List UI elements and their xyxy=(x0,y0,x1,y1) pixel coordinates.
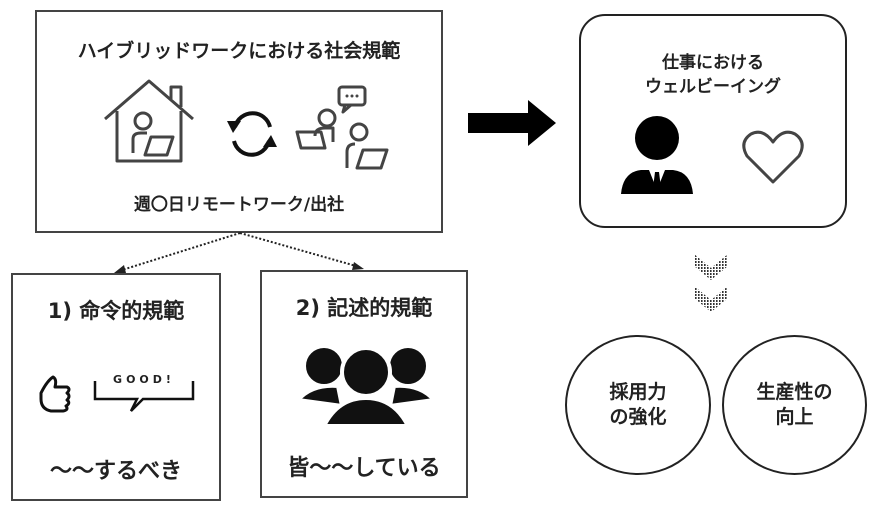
speech-bracket-icon xyxy=(93,381,195,412)
wellbeing-title-line1: 仕事における xyxy=(662,53,764,73)
thumbs-up-hand-icon xyxy=(39,375,71,413)
businessperson-icon xyxy=(621,116,693,194)
arrowhead-injunctive xyxy=(114,265,126,273)
good-speech-text: GOOD! xyxy=(113,373,175,386)
hybrid-work-box: ハイブリッドワークにおける社会規範 xyxy=(35,10,443,233)
descriptive-norm-box: 2) 記述的規範 皆～～している xyxy=(260,270,468,498)
home-work-icon xyxy=(104,79,194,163)
arrowhead-descriptive xyxy=(352,262,364,270)
wellbeing-box: 仕事における ウェルビーイング xyxy=(579,14,847,228)
connector-to-injunctive xyxy=(121,232,241,271)
right-arrow-icon xyxy=(468,100,556,146)
outcome-line1: 採用力 xyxy=(609,381,667,404)
connector-to-descriptive xyxy=(239,232,357,267)
descriptive-norm-title: 2) 記述的規範 xyxy=(295,296,433,320)
heart-icon xyxy=(742,130,804,184)
injunctive-norm-caption: ～～するべき xyxy=(49,459,182,484)
outcome-line2: 向上 xyxy=(775,406,814,428)
outcome-line2: の強化 xyxy=(609,406,667,428)
outcome-circle-recruitment: 採用力の強化 xyxy=(565,335,711,475)
descriptive-norm-caption: 皆～～している xyxy=(287,456,441,481)
outcome-line1: 生産性の xyxy=(756,381,833,404)
group-people-icon xyxy=(294,344,438,428)
office-meeting-icon xyxy=(295,85,389,170)
down-chevrons-icon xyxy=(694,254,728,312)
hybrid-work-title: ハイブリッドワークにおける社会規範 xyxy=(77,40,401,62)
injunctive-norm-title: 1) 命令的規範 xyxy=(47,299,185,323)
hybrid-work-caption: 週〇日リモートワーク/出社 xyxy=(133,195,345,215)
sync-arrows-icon xyxy=(227,111,277,157)
wellbeing-title-line2: ウェルビーイング xyxy=(645,77,781,97)
injunctive-norm-box: 1) 命令的規範 GOOD! ～～するべき xyxy=(11,273,221,501)
outcome-circle-productivity: 生産性の向上 xyxy=(722,335,867,475)
